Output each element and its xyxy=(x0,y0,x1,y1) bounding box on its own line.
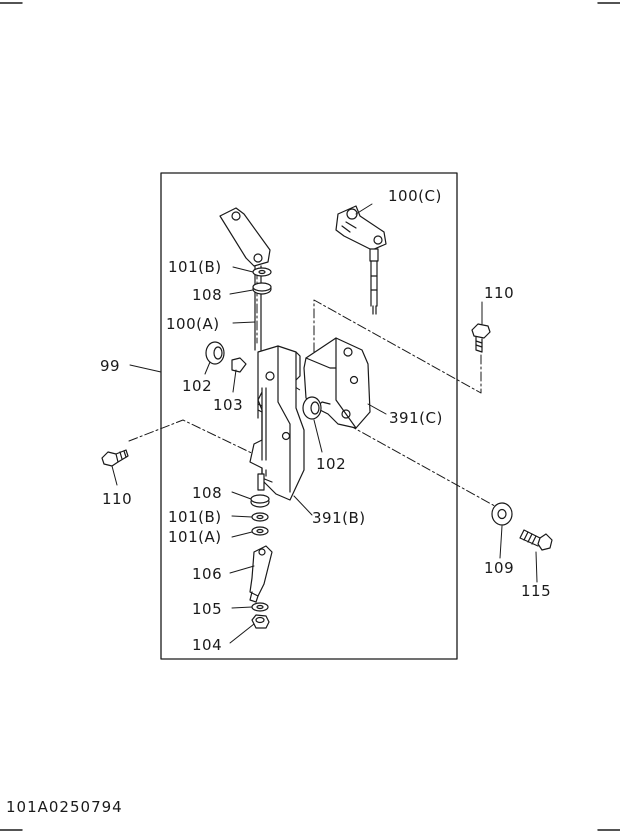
nut-104 xyxy=(251,614,270,629)
washer-108-top xyxy=(252,282,272,295)
callout-110-right: 110 xyxy=(484,284,514,302)
washer-101b-top xyxy=(252,267,272,277)
washer-108-bottom xyxy=(250,494,270,508)
callout-102-left: 102 xyxy=(182,377,212,395)
lever-100a xyxy=(219,207,271,351)
washer-105 xyxy=(251,602,269,612)
callout-106: 106 xyxy=(192,565,222,583)
callout-102-right: 102 xyxy=(316,455,346,473)
callout-101a: 101(A) xyxy=(168,528,222,546)
washer-102-right xyxy=(302,396,322,420)
rod-103 xyxy=(231,357,267,461)
leader-lines xyxy=(111,203,538,644)
callout-labels: 100(C) 110 101(B) 108 100(A) 99 102 103 … xyxy=(100,187,551,654)
callout-100c: 100(C) xyxy=(388,187,442,205)
callout-115: 115 xyxy=(521,582,551,600)
washer-101b-bottom xyxy=(251,512,269,522)
callout-391c: 391(C) xyxy=(389,409,443,427)
lever-100c xyxy=(335,205,387,315)
callout-108-bottom: 108 xyxy=(192,484,222,502)
callout-104: 104 xyxy=(192,636,222,654)
lever-106 xyxy=(249,545,273,603)
callout-100a: 100(A) xyxy=(166,315,220,333)
callout-108-top: 108 xyxy=(192,286,222,304)
callout-101b-bottom: 101(B) xyxy=(168,508,222,526)
callout-105: 105 xyxy=(192,600,222,618)
bracket-391b xyxy=(249,345,305,501)
bolt-110-right xyxy=(471,323,491,353)
washer-109 xyxy=(491,502,513,526)
washer-102-left xyxy=(205,341,225,365)
callout-109: 109 xyxy=(484,559,514,577)
assembly-frame xyxy=(160,172,458,660)
callout-99: 99 xyxy=(100,357,120,375)
bolt-115 xyxy=(519,529,553,551)
document-code: 101A0250794 xyxy=(6,798,123,816)
callout-101b-top: 101(B) xyxy=(168,258,222,276)
washer-101a xyxy=(251,526,269,536)
callout-103: 103 xyxy=(213,396,243,414)
callout-110-left: 110 xyxy=(102,490,132,508)
bolt-110-left xyxy=(101,449,129,467)
callout-391b: 391(B) xyxy=(312,509,366,527)
